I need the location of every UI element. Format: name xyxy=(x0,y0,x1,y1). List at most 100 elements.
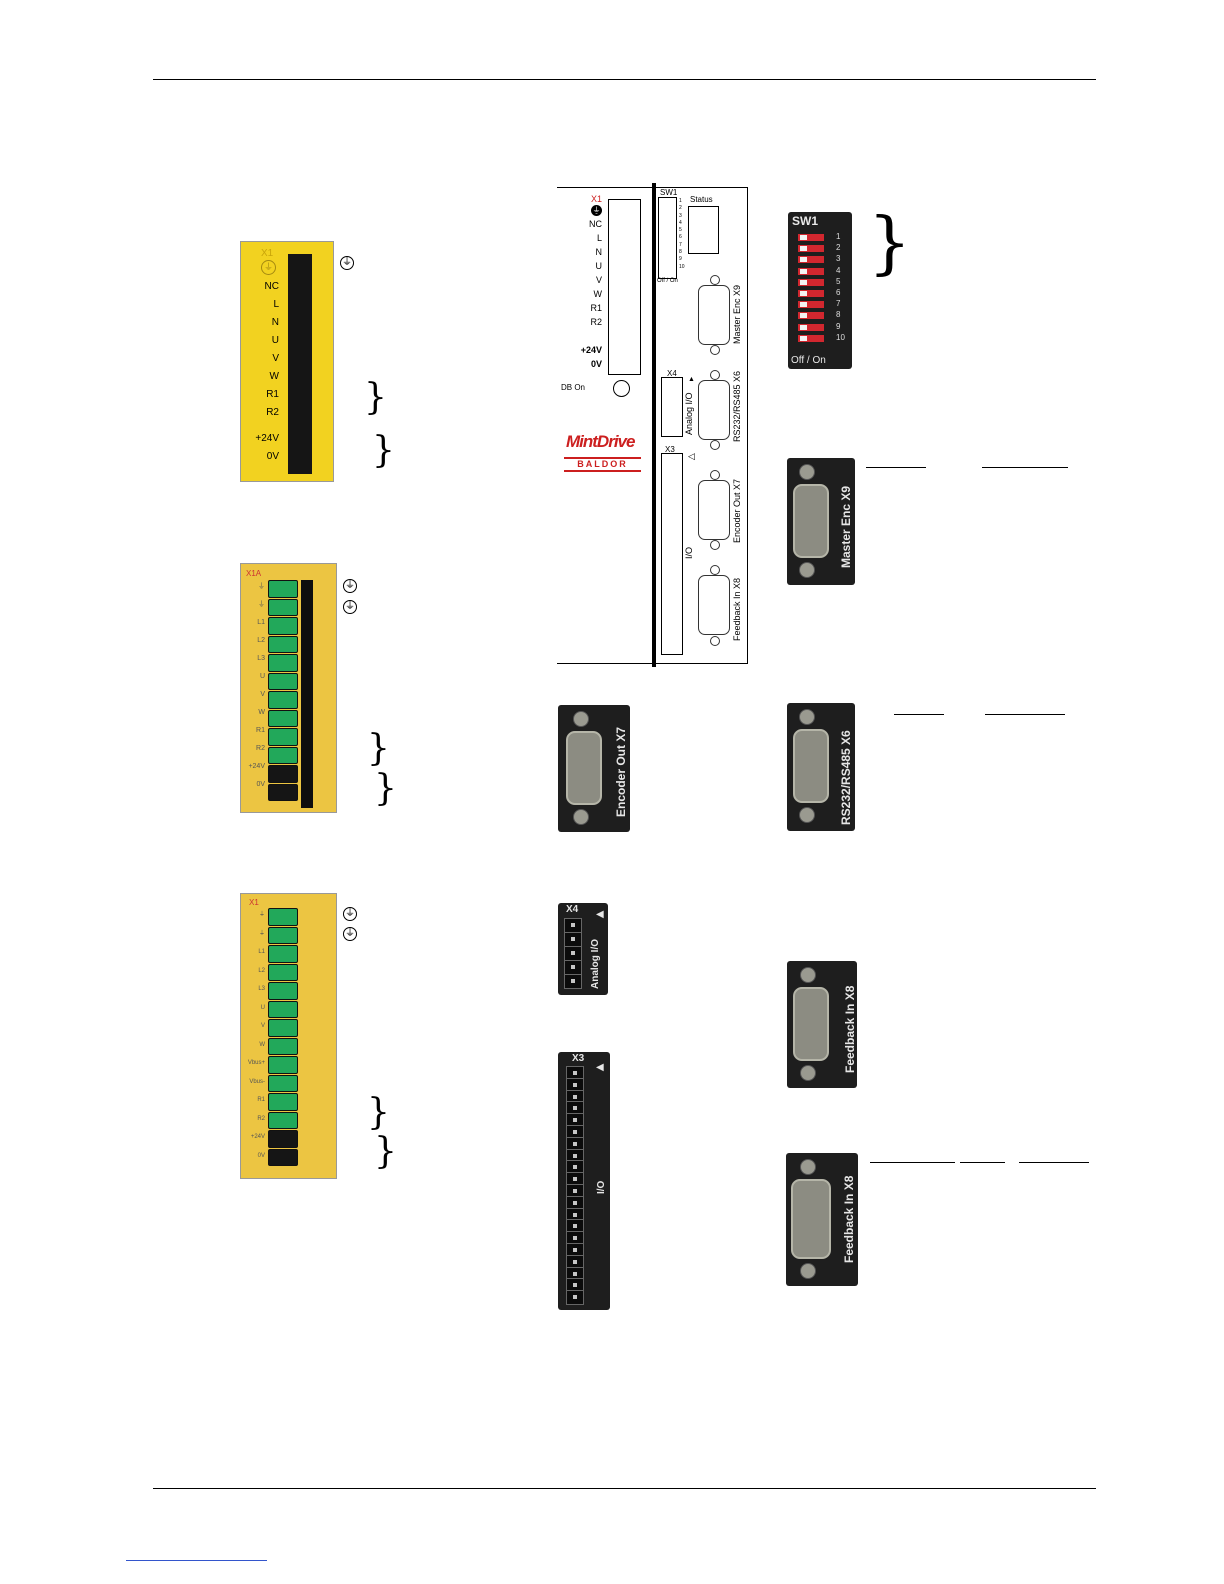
earth-icon: ⏚ xyxy=(340,256,354,270)
terminal-pin xyxy=(268,691,298,709)
green-terminal-strip xyxy=(268,908,298,1167)
terminal-pin xyxy=(268,709,298,727)
x4-pin xyxy=(564,918,582,933)
sw1-photo-title: SW1 xyxy=(792,214,819,228)
underline xyxy=(866,467,926,468)
terminal-pin xyxy=(268,617,298,635)
block-header: X1 xyxy=(249,898,259,907)
earth-icon: ⏚ xyxy=(343,579,357,593)
x3-pin xyxy=(566,1278,584,1294)
earth-icon: ⏚ xyxy=(591,205,602,216)
encoder-out-x7-outline xyxy=(698,480,730,540)
terminal-block-x1-photo: X1 ⏚ NC L N U V W R1 R2 +24V 0V xyxy=(240,241,334,482)
x3-label: X3 xyxy=(665,445,675,454)
terminal-pin xyxy=(268,963,298,981)
x3-pin xyxy=(566,1113,584,1129)
brace-sw1: } xyxy=(868,204,912,283)
dip-number: 3 xyxy=(836,254,841,264)
dip-switch[interactable] xyxy=(798,334,824,342)
dip-number: 10 xyxy=(836,332,845,342)
underline xyxy=(870,1162,955,1163)
dip-switch[interactable] xyxy=(798,234,824,241)
db-on-led xyxy=(613,380,630,397)
terminal-side xyxy=(301,580,313,808)
x4-pin xyxy=(564,946,582,961)
dip-switch[interactable] xyxy=(798,290,824,297)
feedback-in-x8-photo-a: Feedback In X8 xyxy=(787,961,857,1088)
terminal-pin xyxy=(268,580,298,598)
x1-title: X1 xyxy=(591,194,603,204)
sw1-outline xyxy=(658,197,677,279)
underline xyxy=(982,467,1068,468)
terminal-strip xyxy=(288,254,312,474)
dip-number: 5 xyxy=(836,276,841,286)
x4-pin xyxy=(564,974,582,989)
x3-outline xyxy=(661,453,683,655)
x4-analog-io-photo: X4 ◀ Analog I/O xyxy=(558,903,608,995)
x3-io-photo: X3 ◀ I/O xyxy=(558,1052,610,1310)
rs232-x6-outline xyxy=(698,380,730,440)
label-l: L xyxy=(273,299,279,310)
label-v: V xyxy=(272,353,279,364)
feedback-in-label: Feedback In X8 xyxy=(732,577,742,641)
label-r1: R1 xyxy=(266,389,279,400)
block-labels: ⏚ ⏚ L1 L2 L3 U V W Vbus+ Vbus- R1 R2 +24… xyxy=(247,912,265,1159)
protective-earth-icon: ⏚ xyxy=(343,600,357,614)
io-label: I/O xyxy=(684,546,694,559)
terminal-pin xyxy=(268,1074,298,1092)
earth-icon: ⏚ xyxy=(343,907,357,921)
master-enc-x9-outline xyxy=(698,285,730,345)
io-photo-label: I/O xyxy=(596,1180,607,1194)
front-panel-diagram: X1 ⏚ NC L N U V W R1 R2 +24V 0V DB On Mi… xyxy=(557,183,748,667)
x3-photo-label: X3 xyxy=(572,1053,585,1064)
dip-number: 4 xyxy=(836,265,841,275)
terminal-pin xyxy=(268,982,298,1000)
terminal-pin xyxy=(268,1111,298,1129)
brace-r1-r2: } xyxy=(367,728,390,769)
terminal-pin xyxy=(268,926,298,944)
x4-photo-label: X4 xyxy=(566,904,579,915)
terminal-pin xyxy=(268,1037,298,1055)
x4-label: X4 xyxy=(667,369,677,378)
x3-arrow-icon: ◀ xyxy=(596,1062,604,1073)
status-display xyxy=(688,206,719,254)
terminal-pin xyxy=(268,672,298,690)
dip-switch[interactable] xyxy=(798,278,824,286)
x4-pin xyxy=(564,960,582,975)
terminal-pin xyxy=(268,1148,298,1166)
block-header: X1 xyxy=(261,248,274,259)
dip-number: 7 xyxy=(836,299,841,309)
terminal-block-x1-large-photo: X1 ⏚ ⏚ L1 L2 L3 U V W Vbus+ Vbus- R1 R2 … xyxy=(240,893,337,1179)
dip-switch[interactable] xyxy=(798,267,824,275)
label-24v: +24V xyxy=(255,433,279,444)
terminal-pin xyxy=(268,1093,298,1111)
block-header: X1A xyxy=(246,569,262,578)
dip-switch[interactable] xyxy=(798,312,824,320)
dip-switch[interactable] xyxy=(798,323,824,331)
brace-r1-r2: } xyxy=(367,1092,390,1133)
label-w: W xyxy=(269,371,279,382)
feedback-in-photo-label: Feedback In X8 xyxy=(842,1175,856,1263)
terminal-block-x1a-photo: X1A ⏚ ⏚ L1 L2 L3 U V W R1 R2 +24V 0V xyxy=(240,563,337,813)
brace-r1-r2: } xyxy=(364,377,387,418)
terminal-pin xyxy=(268,908,298,926)
dip-number: 8 xyxy=(836,310,841,320)
x3-pin xyxy=(566,1195,584,1211)
block-labels: NC L N U V W R1 R2 +24V 0V xyxy=(241,278,285,466)
terminal-pin xyxy=(268,654,298,672)
footer-link-underline[interactable] xyxy=(126,1560,267,1561)
dip-switch[interactable] xyxy=(798,301,824,309)
rs232-rs485-x6-photo: RS232/RS485 X6 xyxy=(787,703,855,831)
dip-switch[interactable] xyxy=(798,245,824,253)
dip-number: 1 xyxy=(836,232,841,241)
dip-number: 9 xyxy=(836,321,841,331)
x4-arrow-icon: ▲ xyxy=(688,376,695,383)
brace-24v: } xyxy=(372,430,395,471)
dip-switch[interactable] xyxy=(798,256,824,264)
encoder-out-photo-label: Encoder Out X7 xyxy=(614,726,628,817)
x4-outline xyxy=(661,377,683,437)
underline xyxy=(960,1162,1005,1163)
mintdrive-logo: MintDrive xyxy=(566,432,635,451)
